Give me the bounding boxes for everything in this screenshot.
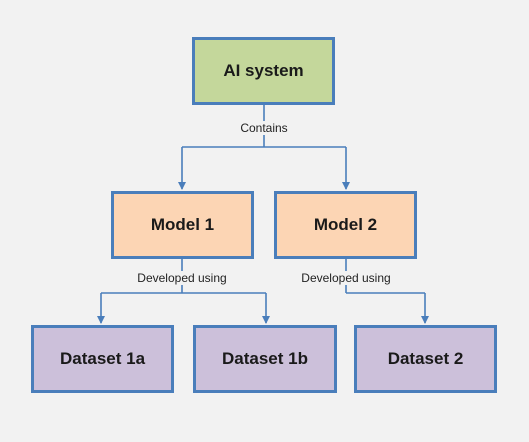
edge-label-developed-using-1: Developed using	[135, 271, 229, 285]
node-dataset-1b: Dataset 1b	[193, 325, 337, 393]
node-model-2-label: Model 2	[313, 215, 378, 234]
node-ai-system-label: AI system	[223, 61, 304, 80]
node-dataset-2-label: Dataset 2	[387, 349, 464, 368]
node-dataset-1a: Dataset 1a	[31, 325, 174, 393]
node-dataset-1a-label: Dataset 1a	[59, 349, 146, 368]
edge-label-contains: Contains	[238, 121, 290, 135]
node-ai-system: AI system	[192, 37, 335, 105]
node-model-2: Model 2	[274, 191, 417, 259]
node-dataset-1b-label: Dataset 1b	[222, 349, 308, 368]
edge-label-developed-using-2: Developed using	[299, 271, 393, 285]
node-dataset-2: Dataset 2	[354, 325, 497, 393]
node-model-1-label: Model 1	[150, 215, 215, 234]
node-model-1: Model 1	[111, 191, 254, 259]
